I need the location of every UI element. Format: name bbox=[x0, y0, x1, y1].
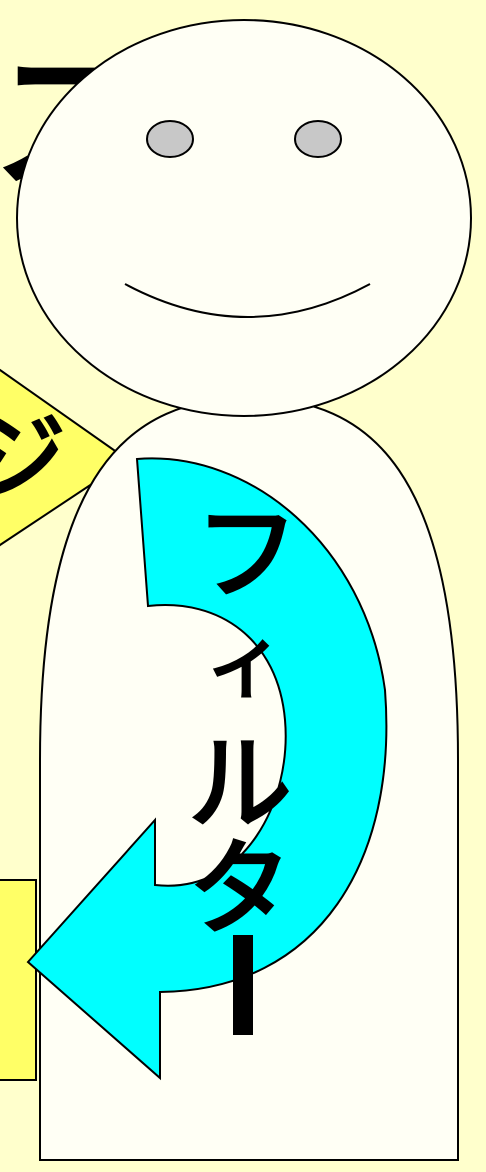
filter-label-char: ル bbox=[188, 723, 292, 845]
filter-arrow-icon bbox=[26, 457, 388, 1081]
callout-diamond bbox=[0, 368, 130, 547]
filter-label-char: ィ bbox=[205, 616, 285, 709]
person-head bbox=[16, 19, 472, 417]
lower-left-box bbox=[0, 879, 37, 1081]
filter-label-char: タ bbox=[188, 828, 292, 950]
filter-label-char: フ bbox=[195, 493, 299, 615]
right-eye-icon bbox=[294, 120, 342, 158]
left-eye-icon bbox=[146, 120, 194, 158]
callout-partial-text: ジ bbox=[0, 403, 66, 515]
smile-mouth bbox=[124, 283, 371, 318]
filter-label-long-vowel bbox=[233, 935, 253, 1035]
